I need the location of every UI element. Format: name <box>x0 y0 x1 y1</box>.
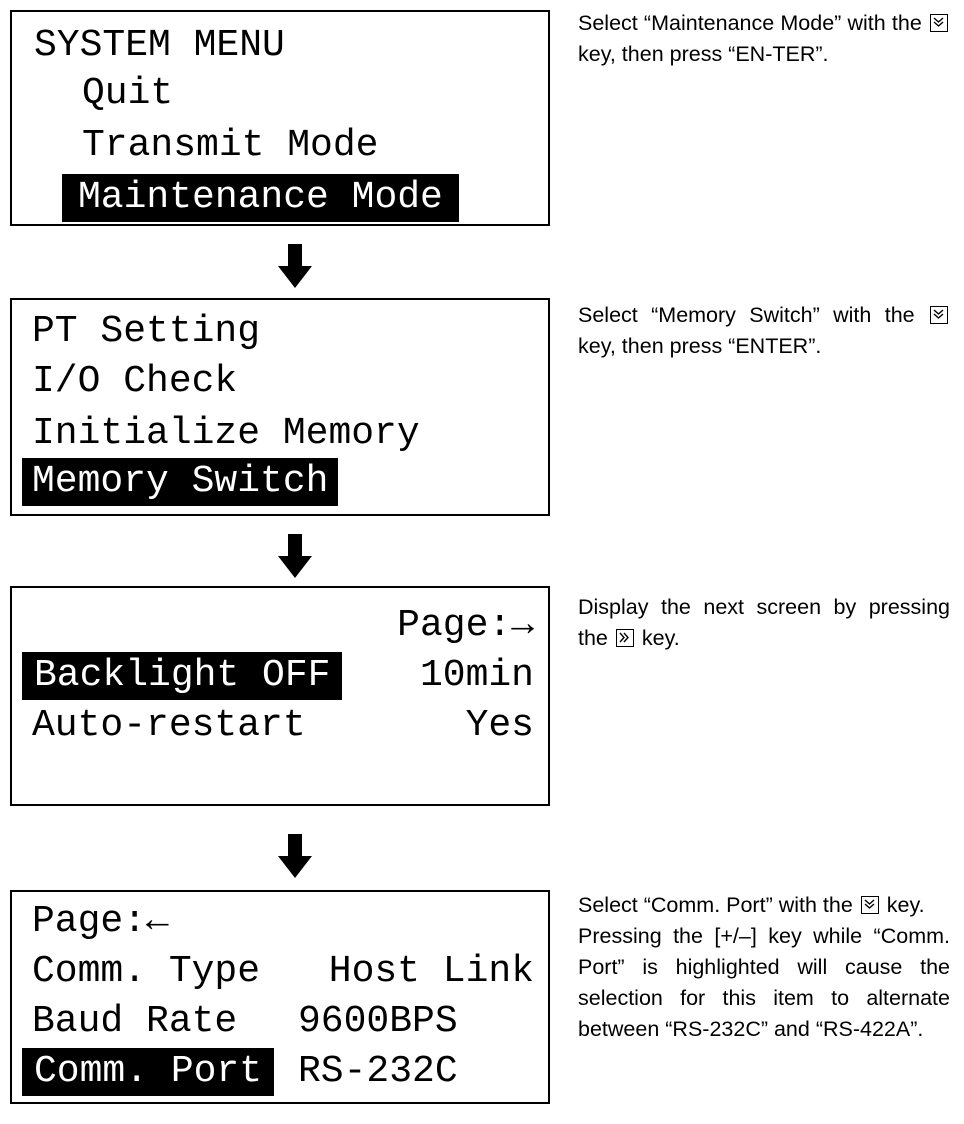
lcd-item-auto-restart-value: Yes <box>465 704 534 747</box>
lcd-item-baud-rate-label: Baud Rate <box>32 1000 238 1043</box>
lcd-item-auto-restart-label: Auto-restart <box>32 704 306 747</box>
note-4-text-b: key. <box>886 893 925 917</box>
note-3-text-a: Display the next screen by pressing the <box>578 595 950 650</box>
lcd-item-comm-type-value: Host Link <box>328 950 534 993</box>
lcd-page-indicator: Page:← <box>32 900 169 943</box>
lcd-row-pt-setting: PT Setting <box>32 310 261 353</box>
down-arrow-icon <box>278 534 312 578</box>
note-2-text-b: key, then press “ENTER”. <box>578 334 822 358</box>
lcd-item-comm-port-value: RS-232C <box>298 1050 458 1093</box>
lcd-row-maintenance-mode-highlighted: Maintenance Mode <box>62 174 459 222</box>
double-chevron-down-key-icon <box>930 306 948 324</box>
instruction-note-1: Select “Maintenance Mode” with the key, … <box>578 8 950 70</box>
instruction-note-4: Select “Comm. Port” with the key. Pressi… <box>578 890 950 1045</box>
lcd-item-backlight-off-label: Backlight OFF <box>22 652 343 700</box>
double-chevron-right-key-icon <box>615 629 634 647</box>
note-1-text-a: Select “Maintenance Mode” with the <box>578 11 922 35</box>
lcd-row-quit: Quit <box>82 72 174 115</box>
lcd-row-transmit-mode: Transmit Mode <box>82 124 379 167</box>
down-arrow-icon <box>278 244 312 288</box>
note-4-text-a: Select “Comm. Port” with the <box>578 893 853 917</box>
lcd-screen-memory-switch-page2: Page:← Comm. Type Host Link Baud Rate 96… <box>10 890 550 1104</box>
note-1-text-b: key, then press “EN-TER”. <box>578 42 829 66</box>
lcd-item-baud-rate-value: 9600BPS <box>298 1000 458 1043</box>
lcd-item-comm-type-label: Comm. Type <box>32 950 261 993</box>
note-3-text-b: key. <box>641 626 680 650</box>
lcd-item-backlight-off-value: 10min <box>419 654 534 697</box>
lcd-row-memory-switch-highlighted: Memory Switch <box>22 458 339 506</box>
instruction-note-3: Display the next screen by pressing the … <box>578 592 950 654</box>
double-chevron-down-key-icon <box>860 896 879 914</box>
note-2-text-a: Select “Memory Switch” with the <box>578 303 915 327</box>
lcd-item-comm-port-label-highlighted: Comm. Port <box>22 1048 275 1096</box>
lcd-screen-system-menu: SYSTEM MENU Quit Transmit Mode Maintenan… <box>10 10 550 226</box>
down-arrow-icon <box>278 834 312 878</box>
lcd-page-indicator: Page:→ <box>397 604 534 647</box>
double-chevron-down-key-icon <box>930 14 948 32</box>
note-4-text-c: Pressing the [+/–] key while “Comm. Port… <box>578 924 950 1041</box>
lcd-screen-memory-switch-page1: Page:→ Backlight OFF 10min Auto-restart … <box>10 586 550 806</box>
instruction-note-2: Select “Memory Switch” with the key, the… <box>578 300 950 362</box>
lcd-row-io-check: I/O Check <box>32 360 238 403</box>
lcd-row-title: SYSTEM MENU <box>34 24 285 67</box>
lcd-screen-maintenance-menu: PT Setting I/O Check Initialize Memory M… <box>10 298 550 516</box>
lcd-row-initialize-memory: Initialize Memory <box>32 412 420 455</box>
